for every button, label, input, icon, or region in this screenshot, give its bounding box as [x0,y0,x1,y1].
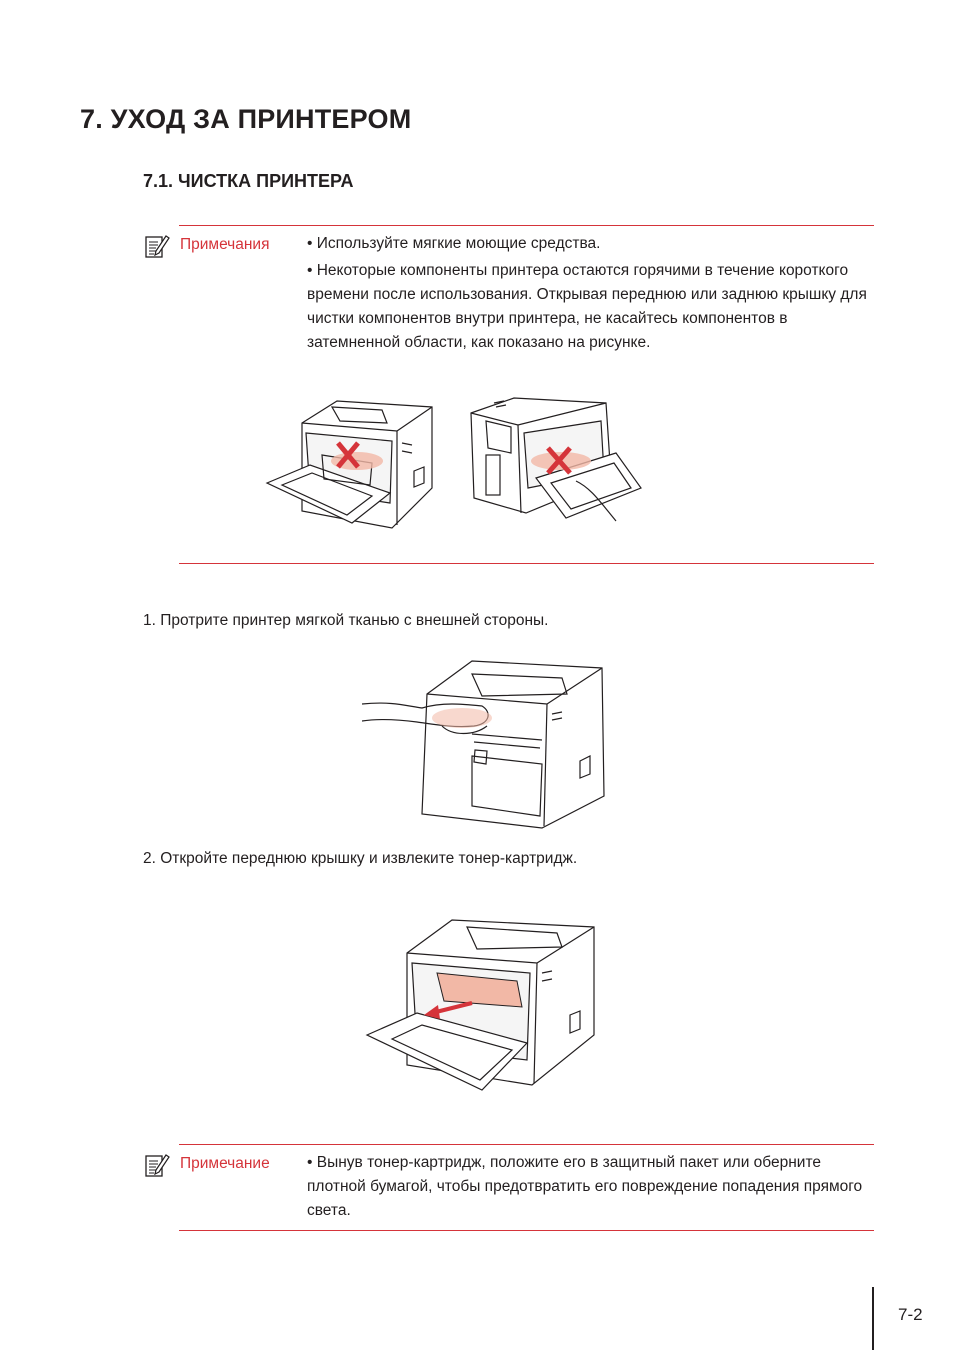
note-label: Примечание [180,1155,270,1172]
step-1: 1. Протрите принтер мягкой тканью с внеш… [143,612,549,629]
note-bottom-rule [179,563,874,564]
note-top-rule [179,225,874,226]
note-pencil-icon [145,235,170,258]
note-top-rule [179,1144,874,1145]
note-item: • Используйте мягкие моющие средства. [307,235,601,252]
chapter-title: 7. УХОД ЗА ПРИНТЕРОМ [80,104,412,134]
printer-front-open-hot-zone-figure [265,400,433,529]
note-item: • Некоторые компоненты принтера остаются… [307,262,867,351]
note-label: Примечания [180,236,270,253]
printer-wipe-figure [362,660,605,829]
note-text: • Вынув тонер-картридж, положите его в з… [307,1151,867,1226]
note-pencil-icon [145,1154,170,1177]
printer-rear-open-hot-zone-figure [470,397,642,522]
note-text: • Используйте мягкие моющие средства. • … [307,232,867,358]
page-number: 7-2 [898,1305,923,1324]
note-bottom-rule [179,1230,874,1231]
step-2: 2. Откройте переднюю крышку и извлеките … [143,850,578,867]
printer-remove-toner-figure [365,919,595,1091]
section-title: 7.1. ЧИСТКА ПРИНТЕРА [143,171,354,191]
note-item: • Вынув тонер-картридж, положите его в з… [307,1154,863,1219]
page-number-divider [872,1287,874,1350]
